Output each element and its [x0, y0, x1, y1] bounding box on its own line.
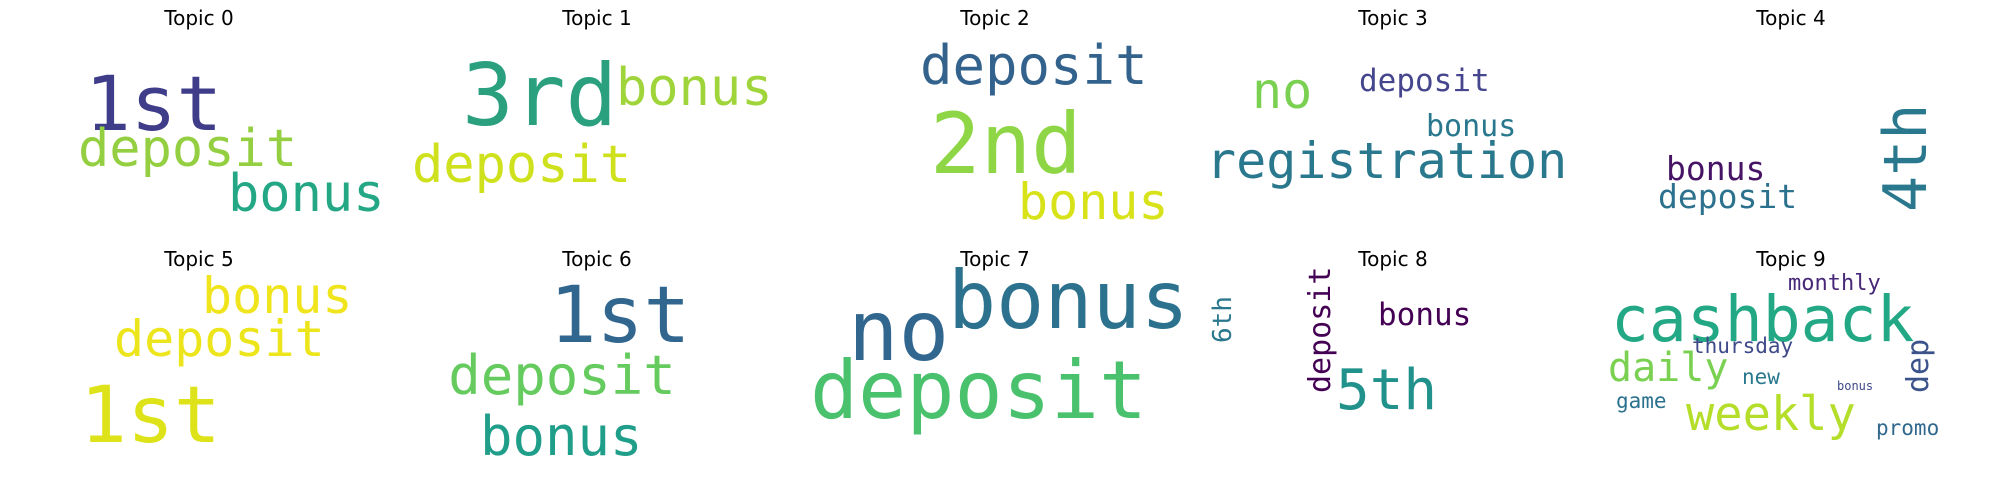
topic-title: Topic 6	[562, 247, 632, 271]
word: bonus	[948, 254, 1189, 347]
word-cloud: 6th deposit bonus 5th	[1194, 267, 1592, 482]
word: bonus	[616, 58, 773, 118]
word: 5th	[1336, 358, 1438, 423]
word: bonus	[1837, 379, 1874, 393]
topic-panel-0: Topic 0 1st deposit bonus	[0, 0, 398, 241]
word-cloud: deposit 2nd bonus	[796, 38, 1194, 241]
topic-title: Topic 8	[1358, 247, 1428, 271]
word-cloud: bonus no deposit	[796, 261, 1194, 482]
word: 1st	[80, 371, 221, 461]
topic-title: Topic 7	[960, 247, 1030, 271]
word: 2nd	[930, 95, 1082, 193]
word: new	[1742, 365, 1780, 389]
word: thursday	[1692, 334, 1794, 358]
topic-panel-3: Topic 3 no deposit bonus registration	[1194, 0, 1592, 241]
word: bonus	[1018, 173, 1169, 231]
word: deposit	[920, 34, 1148, 97]
word: deposit	[78, 119, 298, 179]
topic-panel-2: Topic 2 deposit 2nd bonus	[796, 0, 1194, 241]
word: monthly	[1788, 271, 1881, 296]
word-cloud: 4th bonus deposit	[1592, 38, 1990, 241]
topic-panel-5: Topic 5 bonus deposit 1st	[0, 241, 398, 482]
word: deposit	[810, 344, 1148, 437]
topic-title: Topic 0	[164, 6, 234, 30]
topic-title: Topic 5	[164, 247, 234, 271]
word: 3rd	[462, 46, 618, 146]
word: deposit	[1359, 63, 1490, 99]
topic-title: Topic 3	[1358, 6, 1428, 30]
topic-panel-8: Topic 8 6th deposit bonus 5th	[1194, 241, 1592, 482]
word: 4th	[1871, 103, 1941, 212]
word: deposit	[412, 135, 632, 195]
word: bonus	[1378, 297, 1472, 333]
word: dep	[1901, 338, 1936, 393]
topic-title: Topic 4	[1756, 6, 1826, 30]
word: deposit	[114, 310, 325, 368]
word-cloud: bonus deposit 1st	[0, 271, 398, 482]
word: game	[1616, 389, 1667, 413]
word: promo	[1876, 416, 1940, 440]
word: deposit	[1658, 177, 1798, 216]
topic-panel-1: Topic 1 3rd bonus deposit	[398, 0, 796, 241]
word-cloud: 1st deposit bonus	[0, 38, 398, 241]
word: 1st	[549, 271, 691, 361]
topic-panel-9: Topic 9 monthly cashback thursday dep da…	[1592, 241, 1990, 482]
word: registration	[1206, 132, 1568, 190]
word-cloud: 3rd bonus deposit	[398, 38, 796, 241]
topic-title: Topic 9	[1756, 247, 1826, 271]
word-cloud: no deposit bonus registration	[1194, 38, 1592, 241]
word: cashback	[1611, 283, 1915, 356]
word: 1st	[85, 59, 223, 148]
word: no	[848, 282, 950, 380]
word: bonus	[1426, 109, 1517, 144]
word: bonus	[480, 405, 643, 468]
word: bonus	[202, 267, 353, 325]
word: 6th	[1208, 296, 1238, 343]
word: weekly	[1686, 387, 1856, 442]
word: bonus	[228, 164, 385, 224]
topic-panel-7: Topic 7 bonus no deposit	[796, 241, 1194, 482]
word: no	[1252, 62, 1313, 120]
word: deposit	[1303, 266, 1338, 393]
word-cloud: monthly cashback thursday dep daily new …	[1592, 273, 1990, 482]
word: daily	[1608, 345, 1729, 391]
word-cloud: 1st deposit bonus	[398, 271, 796, 482]
word: bonus	[1666, 149, 1766, 188]
word: deposit	[448, 344, 676, 407]
topic-panel-6: Topic 6 1st deposit bonus	[398, 241, 796, 482]
topic-title: Topic 1	[562, 6, 632, 30]
topic-panel-4: Topic 4 4th bonus deposit	[1592, 0, 1990, 241]
topic-title: Topic 2	[960, 6, 1030, 30]
